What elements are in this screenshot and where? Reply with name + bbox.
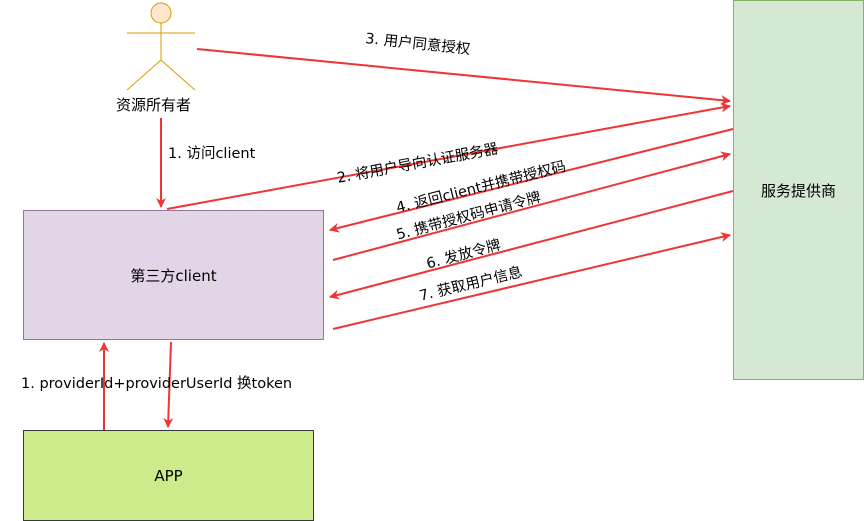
client-node[interactable]: 第三方client [23,210,324,340]
edge-4-return-code[interactable] [329,128,734,233]
edge-1-label: 1. 访问client [168,146,256,162]
edge-client-to-app[interactable] [163,341,174,428]
app-node[interactable]: APP [23,430,314,521]
edge-7-get-userinfo[interactable] [332,232,731,330]
edge-3-consent[interactable] [196,48,731,106]
provider-node[interactable]: 服务提供商 [733,0,864,380]
app-exchange-label: 1. providerId+providerUserId 换token [21,376,293,392]
app-node-label: APP [154,466,183,485]
resource-owner-actor[interactable] [126,2,196,91]
actor-label: 资源所有者 [116,96,192,114]
edge-2-redirect[interactable] [166,102,731,210]
edge-5-request-token[interactable] [332,151,731,261]
edge-6-issue-token[interactable] [329,190,734,300]
client-node-label: 第三方client [130,266,217,285]
provider-node-label: 服务提供商 [760,181,836,200]
